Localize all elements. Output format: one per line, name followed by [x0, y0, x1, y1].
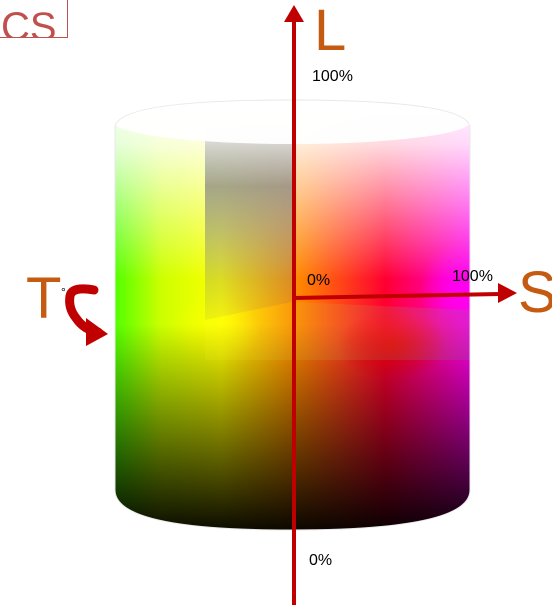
cutaway-inner-face — [205, 115, 292, 320]
cutaway-wedge-floor — [205, 302, 470, 360]
hue-degree-symbol: ° — [61, 285, 66, 299]
lightness-axis-arrowhead — [284, 5, 304, 22]
saturation-start-label: 0% — [307, 272, 331, 289]
hue-rotation-arrow-icon — [65, 284, 108, 346]
hue-axis-letter: T — [26, 266, 62, 331]
title-box: CS — [0, 0, 68, 38]
lightness-top-label: 100% — [312, 68, 353, 85]
cylinder-outline — [114, 99, 471, 531]
lightness-axis-letter: L — [314, 0, 347, 63]
saturation-axis-letter: S — [518, 260, 552, 325]
title-text: CS — [1, 5, 57, 38]
saturation-end-label: 100% — [452, 268, 493, 285]
saturation-axis — [293, 292, 501, 300]
lightness-bottom-label: 0% — [309, 552, 333, 569]
saturation-axis-arrowhead — [498, 283, 517, 303]
